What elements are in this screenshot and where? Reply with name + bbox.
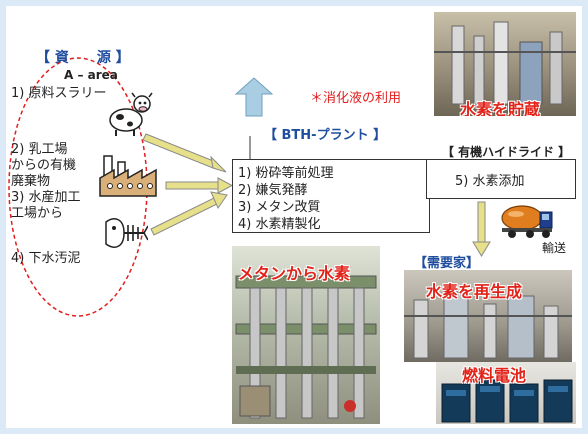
return-arrow-icon [234, 77, 274, 117]
photo-caption-methane: メタンから水素 [238, 264, 351, 283]
arrow-2-head [217, 177, 234, 194]
arrow-down-head [472, 241, 491, 257]
transport-label: 輸送 [542, 241, 567, 255]
regeneration-graphic [404, 291, 572, 359]
plant-step-1: 1) 粉砕等前処理 [238, 166, 334, 181]
photo-hydrogen-storage: 水素を貯蔵 [434, 12, 576, 116]
fish-bone-icon [105, 218, 148, 248]
plant-label: 【 BTH-プラント 】 [264, 128, 387, 143]
resource-item-2b: からの有機 [11, 158, 77, 173]
arrow-1-head [210, 155, 227, 173]
plant-step-2: 2) 嫌気発酵 [238, 183, 308, 198]
resource-item-1: 1) 原料スラリー [11, 86, 107, 101]
area-label: A – area [64, 68, 118, 82]
photo-methane-plant: メタンから水素 [232, 246, 380, 424]
arrow-3 [150, 197, 218, 236]
storage-equipment-graphic [434, 21, 576, 105]
plant-step-4: 4) 水素精製化 [238, 217, 321, 232]
arrow-down-shaft [477, 201, 486, 243]
photo-fuel-cell: 燃料電池 [436, 362, 576, 424]
cow-icon [109, 92, 153, 136]
resource-item-3a: 3) 水産加工 [11, 190, 81, 205]
fuel-cell-graphic [441, 379, 573, 423]
digestate-note: ＊消化液の利用 [310, 91, 402, 106]
photo-caption-storage: 水素を貯蔵 [460, 100, 541, 116]
hydride-box: 5) 水素添加 [426, 159, 576, 199]
photo-caption-fuel-cell: 燃料電池 [462, 366, 527, 385]
tanker-truck-icon [501, 205, 553, 238]
diagram-lines [8, 57, 491, 317]
consumer-label: 【需要家】 [414, 256, 480, 271]
hydride-step: 5) 水素添加 [455, 174, 525, 189]
photo-hydrogen-regeneration: 水素を再生成 [404, 270, 572, 362]
arrow-3-head [210, 191, 228, 210]
factory-icon [99, 155, 157, 197]
photo-caption-regenerate: 水素を再生成 [426, 282, 523, 301]
arrow-2 [165, 181, 219, 190]
resource-item-4: 4) 下水汚泥 [11, 251, 81, 266]
resource-item-2c: 廃棄物 [11, 174, 51, 189]
plant-steps-box: 1) 粉砕等前処理 2) 嫌気発酵 3) メタン改質 4) 水素精製化 [232, 159, 430, 233]
plant-step-3: 3) メタン改質 [238, 200, 321, 215]
resource-item-3b: 工場から [11, 206, 64, 221]
hydride-label: 【 有機ハイドライド 】 [442, 145, 571, 159]
diagram-panel: 【 資 源 】 A – area 1) 原料スラリー 2) 乳工場 からの有機 … [6, 6, 582, 428]
resource-item-2a: 2) 乳工場 [11, 142, 68, 157]
methane-plant-graphic [235, 275, 377, 419]
resources-title: 【 資 源 】 [36, 50, 130, 66]
